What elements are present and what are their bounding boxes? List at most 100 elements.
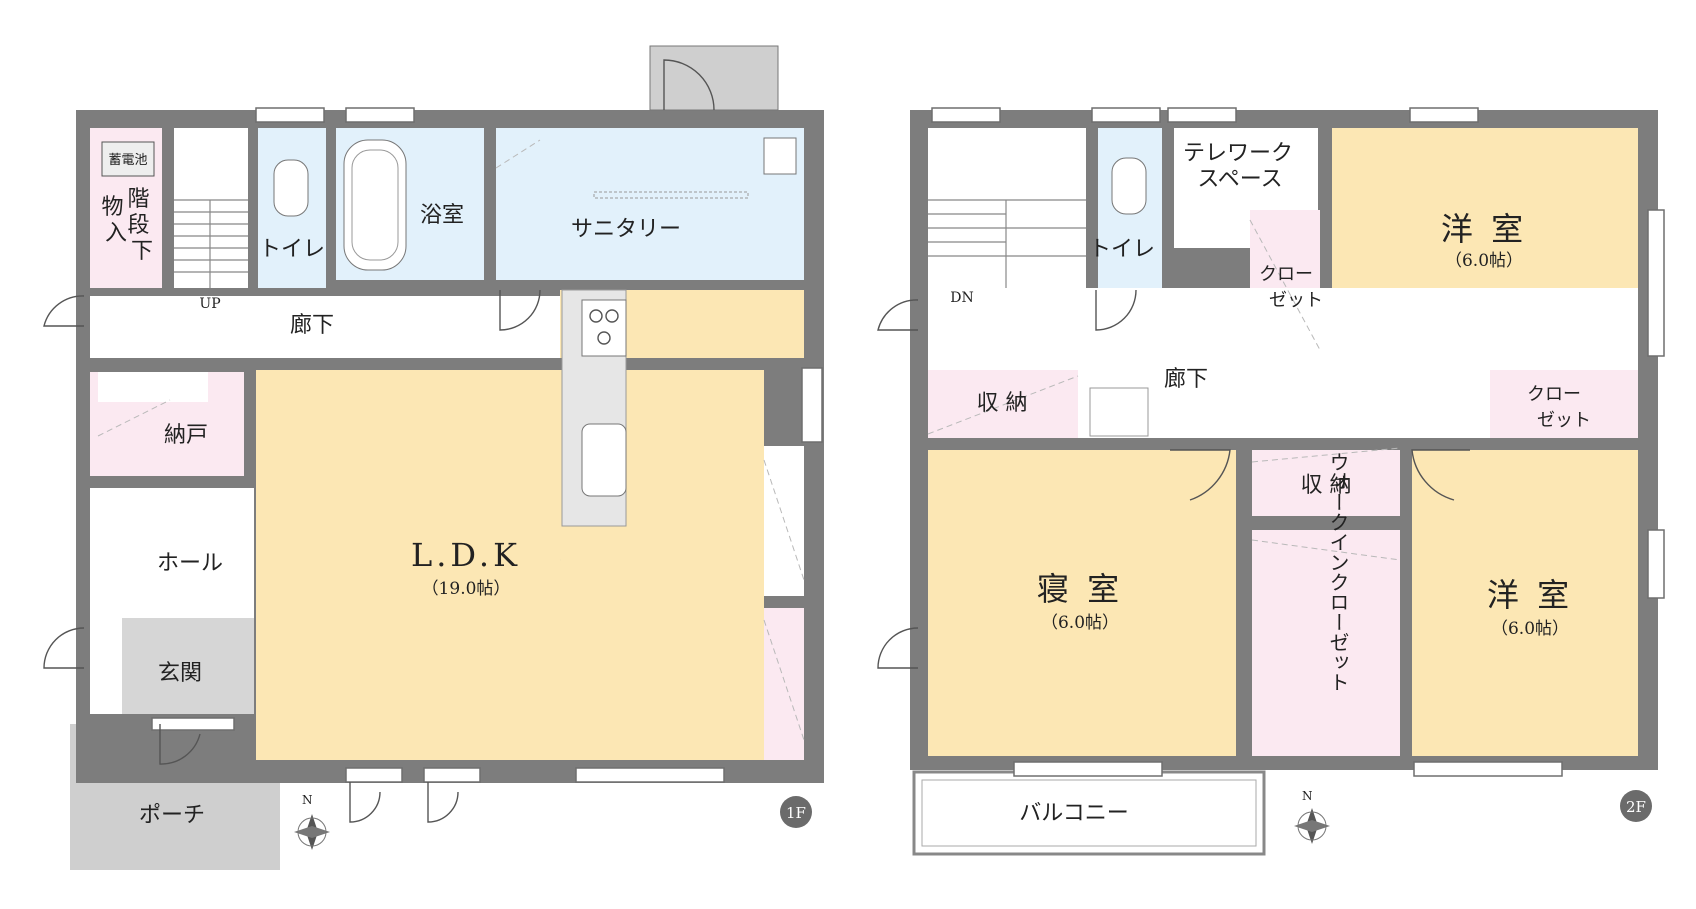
storage-label-vertical: 物 入 bbox=[101, 195, 130, 246]
door-swing bbox=[43, 295, 85, 327]
window bbox=[151, 717, 235, 731]
compass-icon bbox=[294, 814, 330, 850]
stairs-lines-2f bbox=[928, 199, 1086, 288]
hall-label: ホール bbox=[157, 551, 223, 576]
bedroom-label: 寝 室 bbox=[1037, 570, 1123, 608]
under-stairs-char: 下 bbox=[131, 239, 153, 264]
window bbox=[1409, 107, 1479, 123]
window bbox=[1013, 761, 1163, 777]
sink-icon bbox=[1089, 387, 1149, 437]
window bbox=[931, 107, 1001, 123]
storage-dash bbox=[763, 459, 805, 581]
dn-label: DN bbox=[950, 290, 973, 306]
hall-room bbox=[122, 488, 254, 618]
window bbox=[801, 367, 823, 443]
western-room-2-size: （6.0帖） bbox=[1491, 619, 1569, 639]
bathtub-inner bbox=[351, 149, 399, 261]
door-swing bbox=[663, 59, 715, 111]
under-stairs-char: 段 bbox=[127, 213, 149, 238]
storage-mid-label: 収 納 bbox=[1301, 473, 1352, 498]
floor-1 bbox=[43, 45, 824, 870]
floor-badge bbox=[780, 796, 812, 828]
floor-badge bbox=[1620, 790, 1652, 822]
balcony-label: バルコニー bbox=[1019, 801, 1129, 826]
corridor-1f bbox=[90, 296, 560, 358]
door-swing bbox=[1411, 449, 1470, 501]
compass-north-label: N bbox=[302, 793, 313, 807]
under-stairs-char: 階 bbox=[127, 187, 149, 212]
floor-2 bbox=[877, 107, 1665, 856]
door-swing bbox=[1095, 289, 1137, 331]
burner-icon bbox=[589, 309, 603, 323]
storage-char: 入 bbox=[105, 221, 127, 246]
stairs-2f bbox=[928, 128, 1086, 288]
window bbox=[345, 107, 415, 123]
wic-dash bbox=[1251, 539, 1401, 561]
corridor-2f-label: 廊下 bbox=[1164, 367, 1208, 392]
entrance-room bbox=[122, 618, 254, 714]
corridor-1f-label: 廊下 bbox=[290, 313, 334, 338]
compass-icon bbox=[1294, 808, 1330, 844]
entrance-label: 玄関 bbox=[158, 661, 202, 686]
ldk-room bbox=[256, 370, 764, 760]
window bbox=[345, 767, 403, 783]
storage-dash bbox=[97, 399, 171, 437]
compass-north-label: N bbox=[1302, 789, 1313, 803]
toilet-2f-label: トイレ bbox=[1089, 237, 1155, 262]
closet-a-label-2: ゼット bbox=[1269, 290, 1323, 311]
sanitary-room bbox=[496, 128, 804, 280]
closet-dash bbox=[1249, 219, 1321, 351]
door-swing bbox=[499, 289, 541, 331]
window bbox=[1167, 107, 1237, 123]
door-swing bbox=[877, 627, 919, 669]
toilet-icon bbox=[273, 159, 309, 217]
stairs-lines-1f bbox=[174, 199, 248, 288]
western-room-2-label: 洋 室 bbox=[1487, 576, 1573, 614]
window bbox=[1413, 761, 1563, 777]
toilet-1f-label: トイレ bbox=[259, 237, 325, 262]
closet-1f-label: 納戸 bbox=[164, 423, 208, 448]
up-label: UP bbox=[199, 296, 220, 312]
ldk-closet bbox=[764, 608, 804, 760]
porch-label: ポーチ bbox=[139, 803, 205, 828]
window bbox=[575, 767, 725, 783]
door-swing bbox=[43, 627, 85, 669]
window bbox=[255, 107, 325, 123]
door-swing bbox=[1170, 449, 1231, 501]
storage-left-label: 収 納 bbox=[977, 391, 1028, 416]
window bbox=[1647, 209, 1665, 357]
western-room-2 bbox=[1412, 450, 1638, 756]
sanitary-label: サニタリー bbox=[571, 217, 681, 242]
closet-b-label-2: ゼット bbox=[1537, 410, 1591, 431]
window bbox=[1647, 529, 1665, 599]
under-stairs-label-vertical: 階 段 下 bbox=[127, 187, 156, 264]
closet-dash bbox=[763, 619, 805, 741]
drying-rod bbox=[593, 191, 749, 199]
stove-icon bbox=[581, 299, 627, 357]
burner-icon bbox=[605, 309, 619, 323]
battery-label: 蓄電池 bbox=[108, 153, 147, 168]
storage-mid bbox=[1252, 450, 1400, 516]
door-swing bbox=[427, 782, 459, 823]
bedroom bbox=[928, 450, 1236, 756]
shoe-storage bbox=[90, 488, 122, 714]
closet-b bbox=[1490, 370, 1638, 438]
battery-box bbox=[101, 141, 155, 177]
storage-dash bbox=[927, 375, 1079, 435]
window bbox=[1091, 107, 1161, 123]
telework-label-1: テレワーク bbox=[1183, 141, 1293, 166]
door-swing bbox=[159, 724, 201, 765]
bath-label: 浴室 bbox=[420, 203, 464, 228]
telework-label-2: スペース bbox=[1197, 167, 1282, 192]
bedroom-size: （6.0帖） bbox=[1041, 613, 1119, 633]
western-room-1-size: （6.0帖） bbox=[1445, 251, 1523, 271]
floor-badge-label: 2F bbox=[1626, 798, 1646, 816]
storage-left bbox=[928, 370, 1078, 438]
ldk-label: L.D.K bbox=[411, 536, 521, 574]
toilet-icon bbox=[1111, 157, 1147, 215]
washbasin-icon bbox=[763, 137, 797, 175]
sanitary-dash bbox=[495, 139, 541, 169]
floor-badge-label: 1F bbox=[786, 804, 806, 822]
door-swing bbox=[349, 782, 381, 823]
window bbox=[423, 767, 481, 783]
